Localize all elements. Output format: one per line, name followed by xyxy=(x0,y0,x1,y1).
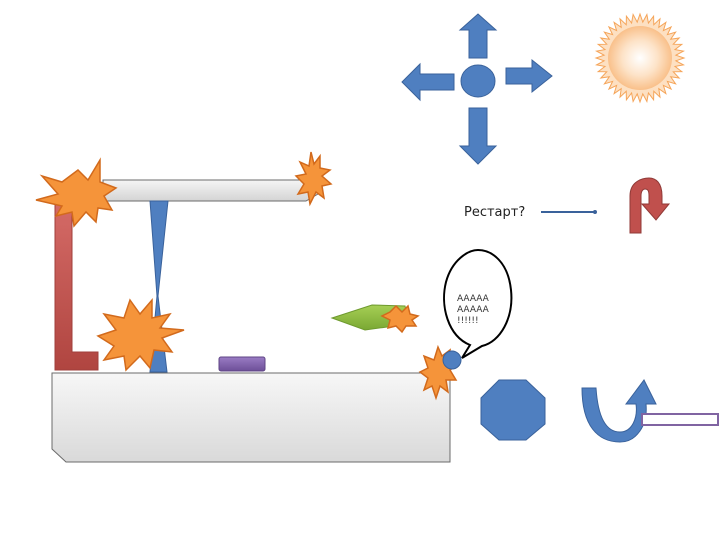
sun-core xyxy=(608,26,672,90)
speech-bubble xyxy=(443,248,513,359)
speech-line: AAAAA xyxy=(457,294,489,304)
purple-block xyxy=(218,356,266,372)
explosion-icon xyxy=(294,151,333,207)
arrow-down-icon[interactable] xyxy=(458,107,498,165)
explosion-icon xyxy=(96,297,185,372)
speech-line: AAAAA xyxy=(457,305,489,315)
red-pillar xyxy=(54,204,99,371)
ground-platform xyxy=(51,372,451,463)
dpad-controls xyxy=(401,13,553,165)
arrow-up-icon[interactable] xyxy=(458,13,498,59)
octagon-button[interactable] xyxy=(480,379,546,441)
speech-line: !!!!!! xyxy=(457,316,479,326)
explosion-bursts xyxy=(35,151,460,401)
dpad-center-button[interactable] xyxy=(460,64,496,98)
explosion-icon xyxy=(380,304,420,334)
sun-icon xyxy=(594,12,686,104)
arrow-right-icon[interactable] xyxy=(505,58,553,94)
restart-label[interactable]: Рестарт? xyxy=(464,205,526,220)
player-ball xyxy=(442,350,462,370)
curved-arrow-icon[interactable] xyxy=(581,379,657,443)
restart-pointer-dot xyxy=(593,210,597,214)
upper-shelf xyxy=(102,179,319,202)
u-turn-arrow-icon[interactable] xyxy=(629,177,671,234)
speech-bubble-text: AAAAA AAAAA !!!!!! xyxy=(457,294,489,327)
arrow-left-icon[interactable] xyxy=(401,62,455,102)
lavender-bar xyxy=(641,413,719,426)
explosion-icon xyxy=(35,157,118,228)
